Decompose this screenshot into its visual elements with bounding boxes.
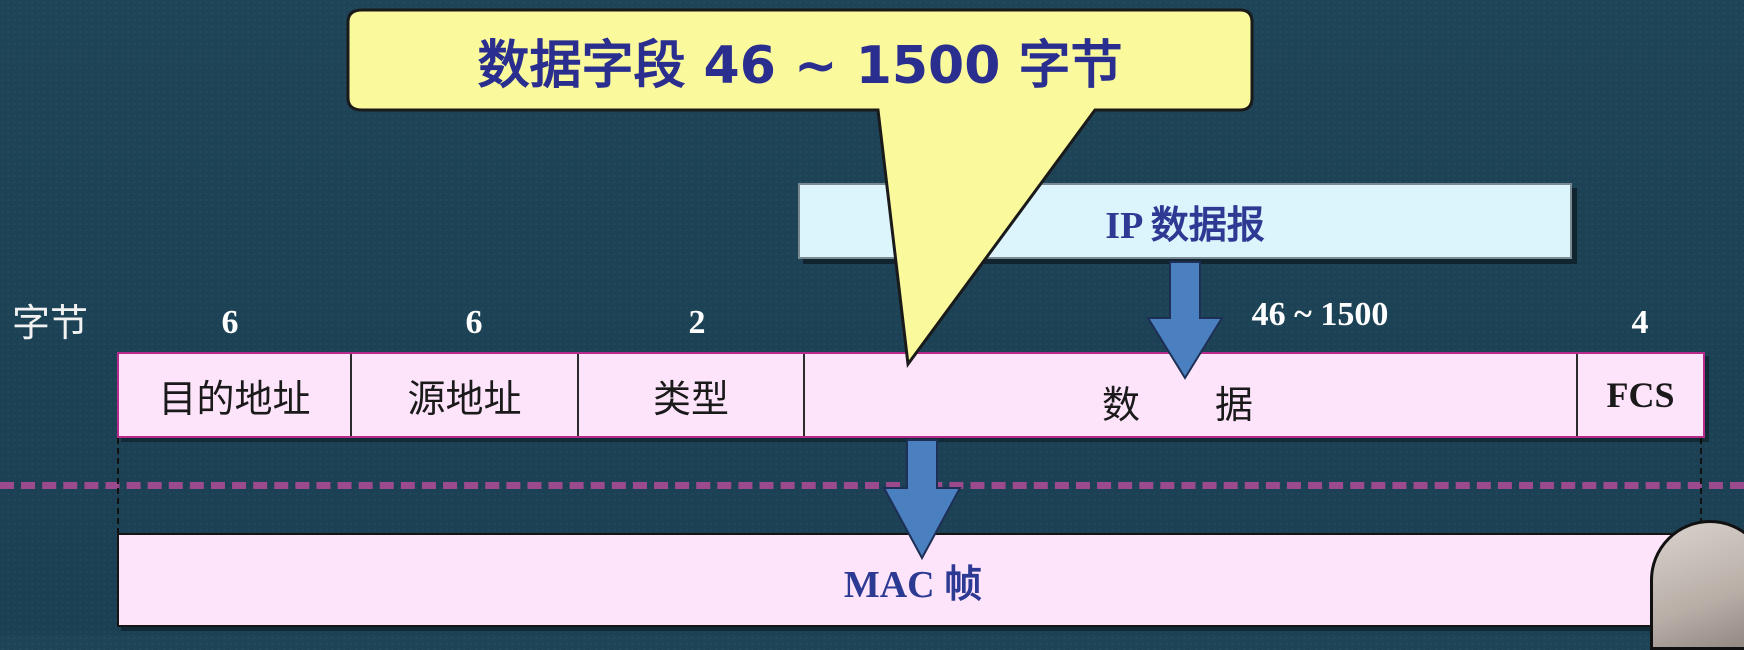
field-destination-address: 目的地址: [119, 354, 350, 436]
size-label-dest: 6: [221, 304, 239, 341]
field-fcs-label: FCS: [1606, 375, 1675, 415]
callout-text: 数据字段 46 ~ 1500 字节: [477, 35, 1123, 96]
presenter-silhouette: [1650, 520, 1744, 650]
size-label-fcs: 4: [1631, 304, 1649, 341]
field-type-label: 类型: [652, 378, 729, 421]
ip-datagram-box: IP 数据报: [798, 183, 1572, 259]
right-guide-line: [1700, 438, 1702, 534]
field-data: 数 据: [803, 354, 1576, 436]
size-label-data: 46 ~ 1500: [1251, 296, 1389, 333]
field-destination-address-label: 目的地址: [158, 378, 311, 421]
left-guide-line: [117, 438, 119, 534]
field-data-label-part-1: 数: [1102, 385, 1141, 427]
bytes-axis-label: 字节: [12, 301, 89, 345]
field-source-address-label: 源地址: [407, 378, 522, 421]
field-data-label-part-2: 据: [1215, 385, 1254, 427]
size-label-type: 2: [688, 304, 706, 341]
field-fcs: FCS: [1576, 354, 1703, 436]
mac-frame-box: MAC 帧: [117, 533, 1709, 627]
size-label-src: 6: [465, 304, 483, 341]
field-source-address: 源地址: [350, 354, 577, 436]
dashed-separator: [0, 482, 1744, 489]
mac-frame-fields: 目的地址 源地址 类型 数 据 FCS: [117, 352, 1705, 438]
field-type: 类型: [577, 354, 803, 436]
